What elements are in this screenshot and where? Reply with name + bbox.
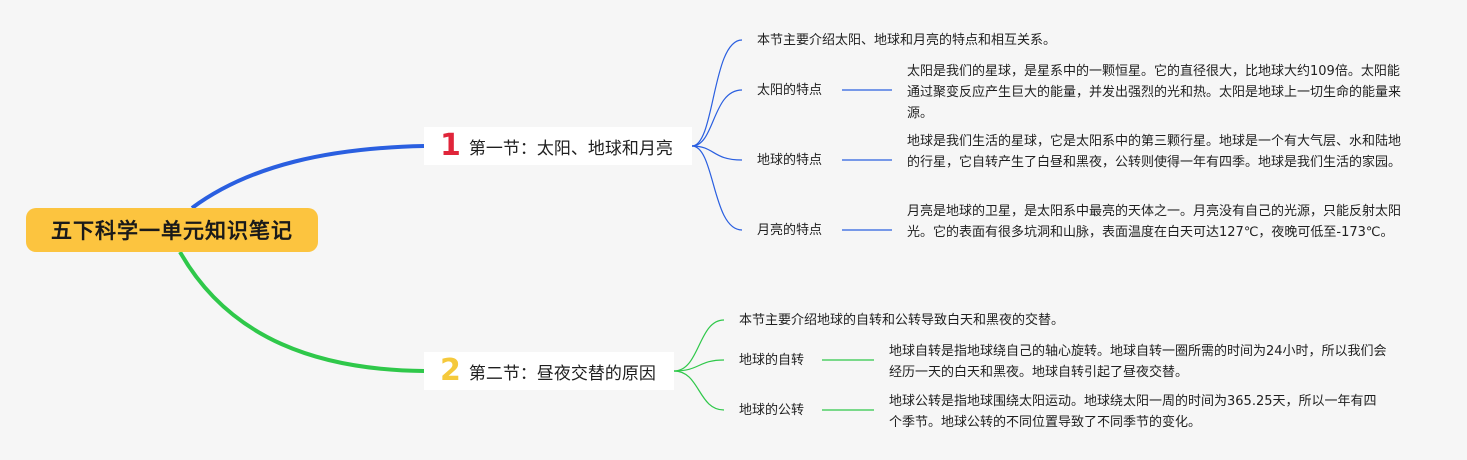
section-1-node[interactable]: 1 第一节：太阳、地球和月亮: [424, 127, 692, 165]
section-2-title: 第二节：昼夜交替的原因: [468, 363, 656, 384]
section-2-node[interactable]: 2 第二节：昼夜交替的原因: [424, 352, 674, 390]
topic-revolution-detail[interactable]: 地球公转是指地球围绕太阳运动。地球绕太阳一周的时间为365.25天，所以一年有四…: [889, 394, 1377, 430]
topic-sun-label[interactable]: 太阳的特点: [757, 83, 823, 98]
s1-topic1-link: [691, 89, 743, 147]
topic-moon-detail[interactable]: 月亮是地球的卫星，是太阳系中最亮的天体之一。月亮没有自己的光源，只能反射太阳光。…: [907, 204, 1402, 240]
topic-earth-detail[interactable]: 地球是我们生活的星球，它是太阳系中的第三颗行星。地球是一个有大气层、水和陆地的行…: [907, 134, 1402, 170]
topic-sun-detail[interactable]: 太阳是我们的星球，是星系中的一颗恒星。它的直径很大，比地球大约109倍。太阳能通…: [907, 64, 1402, 121]
s2-topic1-link: [673, 359, 725, 372]
section-1-title: 第一节：太阳、地球和月亮: [468, 138, 673, 159]
topic-earth-label[interactable]: 地球的特点: [757, 153, 823, 168]
root-node[interactable]: 五下科学一单元知识笔记: [26, 208, 318, 252]
s1-intro-link: [691, 39, 743, 147]
topic-moon-label[interactable]: 月亮的特点: [757, 223, 823, 238]
s1-topic3-link: [691, 145, 743, 231]
section-1-intro[interactable]: 本节主要介绍太阳、地球和月亮的特点和相互关系。: [757, 33, 1057, 48]
topic-rotation-detail[interactable]: 地球自转是指地球绕自己的轴心旋转。地球自转一圈所需的时间为24小时，所以我们会经…: [889, 344, 1387, 380]
s2-intro-link: [673, 319, 725, 372]
root-to-section-2-link: [178, 251, 425, 373]
topic-revolution-label[interactable]: 地球的公转: [739, 403, 805, 418]
s2-topic2-link: [673, 370, 725, 411]
section-1-number: 1: [440, 128, 461, 163]
section-2-number: 2: [440, 353, 461, 388]
root-to-section-1-link: [190, 144, 425, 210]
s1-topic2-link: [691, 145, 743, 161]
section-2-intro[interactable]: 本节主要介绍地球的自转和公转导致白天和黑夜的交替。: [739, 313, 1065, 328]
topic-rotation-label[interactable]: 地球的自转: [739, 353, 805, 368]
root-title: 五下科学一单元知识笔记: [51, 219, 293, 243]
